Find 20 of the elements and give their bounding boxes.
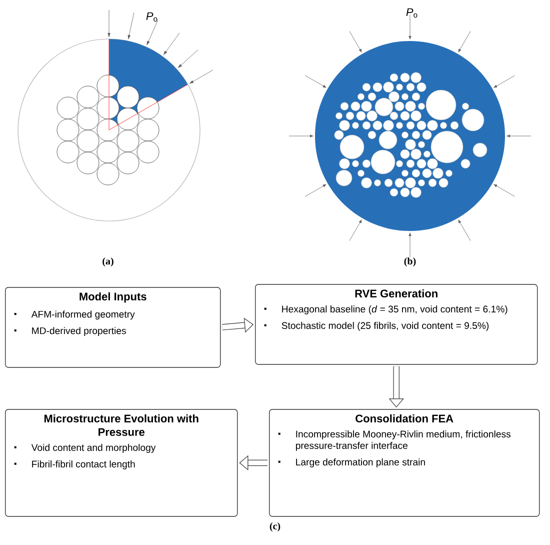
process-box bbox=[5, 287, 221, 368]
bullet-item: Void content and morphology bbox=[14, 444, 156, 453]
panel-caption: (b) bbox=[404, 257, 416, 267]
bullet-item: Hexagonal baseline (d = 35 nm, void content = 6.1%) bbox=[264, 305, 508, 314]
bullet-item: MD-derived properties bbox=[14, 327, 126, 336]
process-box bbox=[5, 408, 238, 517]
process-box bbox=[269, 408, 540, 517]
box-heading: Consolidation FEA bbox=[356, 414, 454, 422]
bullet-item: Incompressible Mooney-Rivlin medium, frictionless pressure-transfer interface bbox=[278, 430, 510, 451]
pressure-label: P$_{o}$ bbox=[146, 12, 158, 22]
bullet-item: Large deformation plane strain bbox=[278, 458, 425, 468]
process-box bbox=[255, 284, 538, 365]
bullet-item: Fibril-fibril contact length bbox=[14, 460, 135, 470]
bullet-item: Stochastic model (25 fibrils, void content = 9.5%) bbox=[264, 322, 489, 331]
panel-caption: (a) bbox=[102, 257, 114, 267]
pressure-label: P$_{o}$ bbox=[406, 8, 418, 18]
box-heading: RVE Generation bbox=[355, 289, 438, 298]
box-heading: Model Inputs bbox=[80, 292, 146, 303]
box-heading: Microstructure Evolution with Pressure bbox=[44, 414, 198, 436]
bullet-item: AFM-informed geometry bbox=[14, 310, 135, 320]
